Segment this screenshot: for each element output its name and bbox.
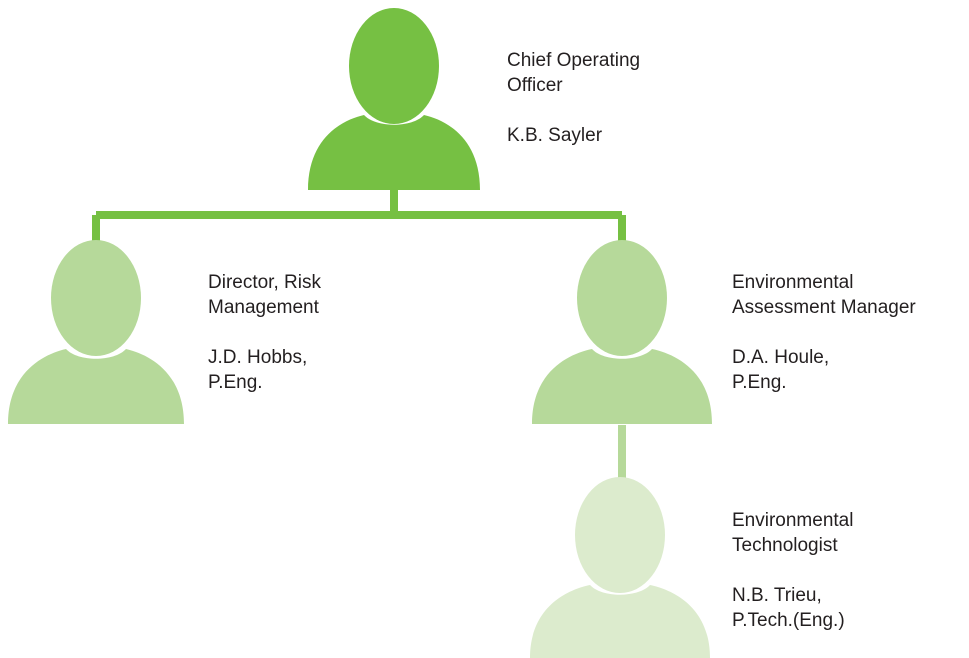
avatar-technologist xyxy=(530,477,710,658)
person-icon-body xyxy=(8,349,184,424)
node-name-line: P.Eng. xyxy=(208,372,263,393)
node-coo: Chief Operating Officer K.B. Sayler xyxy=(507,48,640,148)
avatar-director xyxy=(8,240,184,424)
avatar-coo xyxy=(308,8,480,190)
person-icon-head xyxy=(575,477,665,593)
person-icon-body xyxy=(532,349,712,424)
node-technologist: Environmental Technologist N.B. Trieu, P… xyxy=(732,508,853,633)
node-name-line: P.Eng. xyxy=(732,372,787,393)
node-title-line: Environmental xyxy=(732,272,854,293)
node-title-line: Environmental xyxy=(732,510,854,531)
node-title-line: Officer xyxy=(507,75,563,96)
node-title-line: Technologist xyxy=(732,535,838,556)
avatar-env-manager xyxy=(532,240,712,424)
node-title-line: Director, Risk xyxy=(208,272,321,293)
person-icon-head xyxy=(577,240,667,356)
node-name-line: N.B. Trieu, xyxy=(732,585,822,606)
person-icon-body xyxy=(530,585,710,658)
node-title-line: Assessment Manager xyxy=(732,297,916,318)
connector-coo-to-reports xyxy=(92,183,626,246)
person-icon-head xyxy=(349,8,439,124)
person-icon-head xyxy=(51,240,141,356)
connectors xyxy=(92,183,626,485)
node-director: Director, Risk Management J.D. Hobbs, P.… xyxy=(208,270,321,395)
node-name-line: P.Tech.(Eng.) xyxy=(732,610,845,631)
node-name-line: D.A. Houle, xyxy=(732,347,830,368)
node-name-line: K.B. Sayler xyxy=(507,125,603,146)
node-name-line: J.D. Hobbs, xyxy=(208,347,308,368)
node-env-manager: Environmental Assessment Manager D.A. Ho… xyxy=(732,270,916,395)
node-title-line: Management xyxy=(208,297,319,318)
person-icon-body xyxy=(308,115,480,190)
node-title-line: Chief Operating xyxy=(507,50,641,71)
